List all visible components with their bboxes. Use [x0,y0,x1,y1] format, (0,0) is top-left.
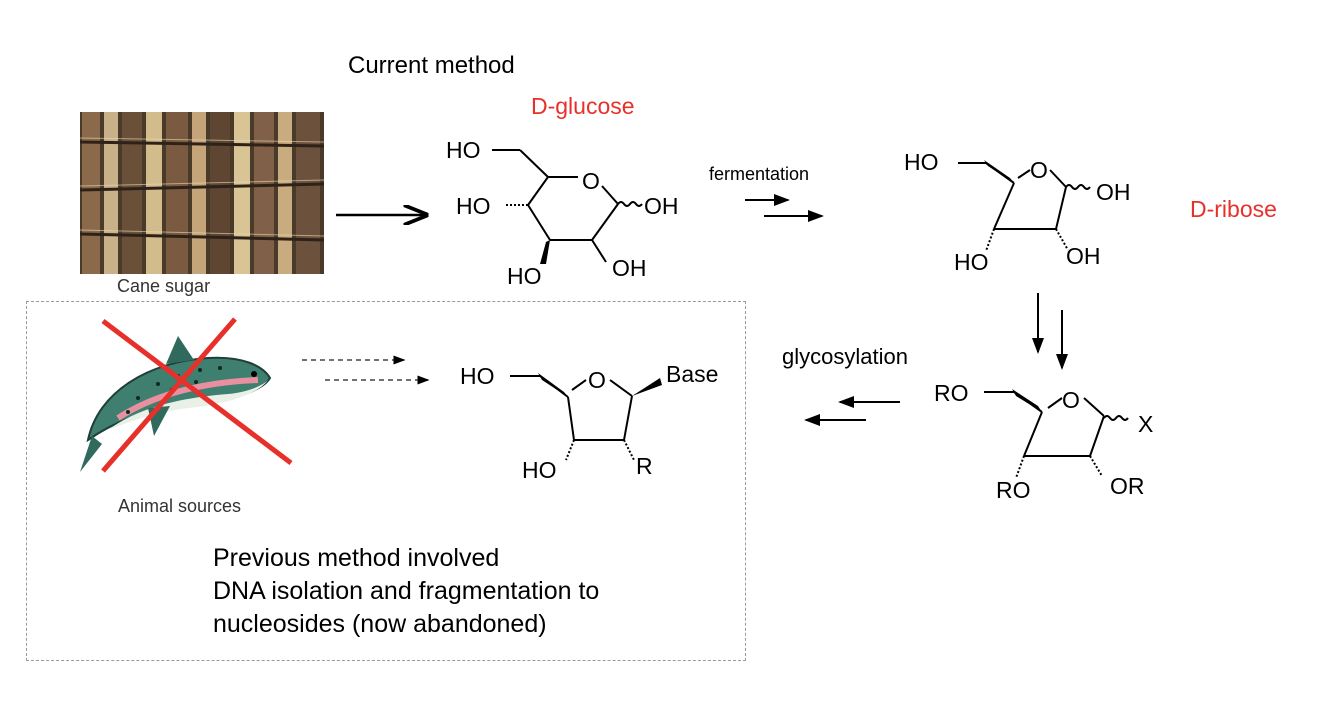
diagram-title: Current method [348,52,515,79]
animal-sources-caption: Animal sources [118,496,242,516]
nucleoside-base: Base [666,361,718,387]
ribose-structure [958,162,1091,252]
nucleoside-ring-o: O [588,367,606,393]
previous-method-box [26,301,746,661]
nucleoside-ho-top: HO [460,363,495,389]
glucose-oh-bottom: OH [612,255,647,281]
ribose-oh-right: OH [1096,179,1131,205]
cane-sugar-image [80,112,324,274]
glucose-structure [492,149,643,263]
cane-sugar-caption: Cane sugar [117,276,211,296]
d-glucose-label: D-glucose [531,93,635,119]
protected-ring-o: O [1062,387,1080,413]
glucose-ho-top: HO [446,137,481,163]
protected-ro-top: RO [934,380,969,406]
animal-fish-icon [80,336,272,472]
ribose-ho-bottom: HO [954,249,989,275]
nucleoside-ho-bottom: HO [522,457,557,483]
glucose-ho-bottom: HO [507,263,542,289]
protected-ribose-structure [984,391,1129,479]
ribose-ho-top: HO [904,149,939,175]
nucleoside-r: R [636,453,653,479]
d-ribose-label: D-ribose [1190,196,1277,222]
glucose-oh-right: OH [644,193,679,219]
protected-or-bottom: OR [1110,473,1145,499]
glucose-wedge [540,240,550,264]
ribose-oh-bottom: OH [1066,243,1101,269]
fermentation-label: fermentation [709,164,809,184]
protected-x: X [1138,411,1153,437]
cross-out-icon [101,317,293,473]
note-line-1: Previous method involved [213,544,500,572]
previous-method-note: Previous method involved DNA isolation a… [213,542,599,641]
ribose-ring-o: O [1030,157,1048,183]
glucose-ring-o: O [582,168,600,194]
glycosylation-label: glycosylation [782,344,908,369]
protected-ro-bottom: RO [996,477,1031,503]
note-line-2: DNA isolation and fragmentation to [213,577,600,605]
note-line-3: nucleosides (now abandoned) [213,610,547,638]
glucose-ho-left: HO [456,193,491,219]
nucleoside-structure [510,375,635,461]
